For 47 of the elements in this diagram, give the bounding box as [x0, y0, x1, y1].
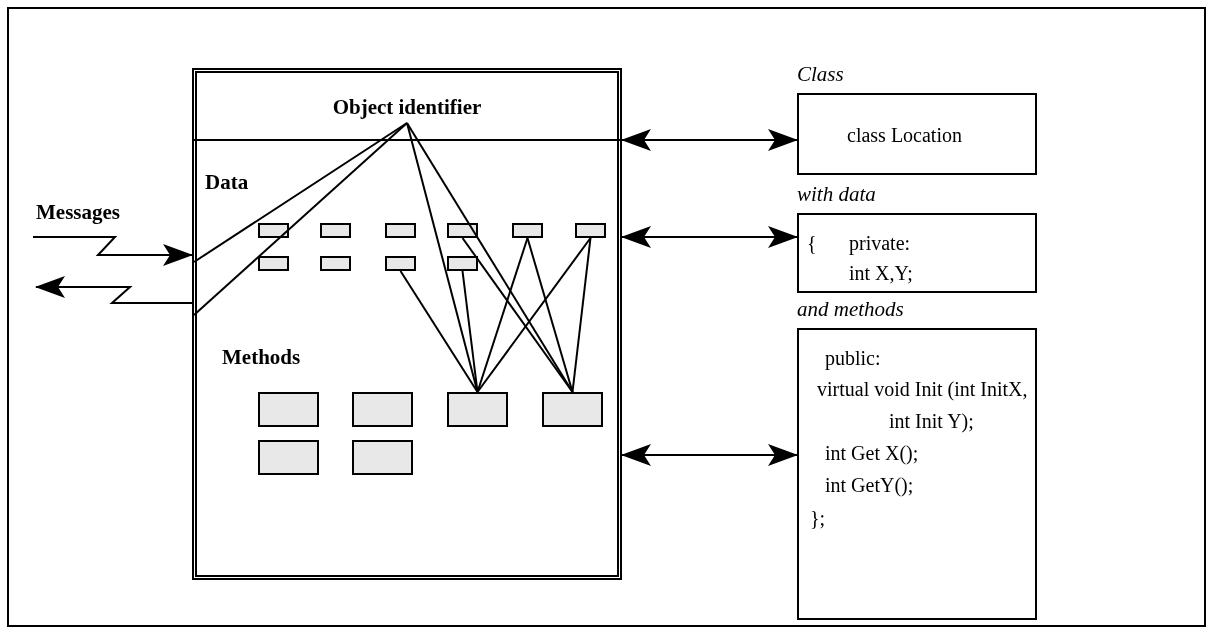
code-line: public:	[825, 346, 881, 372]
double-arrow	[621, 226, 798, 248]
data-slot	[385, 223, 416, 238]
double-arrow	[621, 129, 798, 151]
data-slot	[447, 256, 478, 271]
method-slot	[258, 440, 319, 475]
code-line: int Get X();	[825, 441, 919, 467]
double-arrow	[621, 444, 798, 466]
message-arrow	[32, 236, 193, 266]
code-line: };	[810, 506, 826, 531]
method-slot	[542, 392, 603, 427]
code-line: virtual void Init (int InitX, int Init Y);	[817, 377, 1029, 435]
connector-line	[461, 237, 574, 393]
code-line: int X,Y;	[849, 261, 913, 286]
connector-line	[571, 237, 592, 393]
section-heading: and methods	[797, 297, 904, 322]
section-label: Methods	[222, 345, 301, 370]
code-line: private:	[849, 231, 911, 257]
method-slot	[447, 392, 508, 427]
data-slot	[385, 256, 416, 271]
data-slot	[575, 223, 606, 238]
box-title: Object identifier	[332, 95, 482, 120]
connector-line	[193, 122, 408, 316]
section-heading: Class	[797, 62, 844, 87]
data-slot	[512, 223, 543, 238]
data-slot	[447, 223, 478, 238]
messages-label: Messages	[36, 200, 120, 225]
data-slot	[258, 256, 289, 271]
data-slot	[320, 223, 351, 238]
data-slot	[320, 256, 351, 271]
code-line: int GetY();	[825, 473, 914, 499]
connector-line	[461, 270, 479, 393]
method-slot	[352, 440, 413, 475]
message-arrow	[35, 276, 193, 304]
connector-line	[476, 237, 529, 393]
section-heading: with data	[797, 182, 876, 207]
method-slot	[258, 392, 319, 427]
code-line: {	[807, 231, 817, 256]
connector-line	[526, 237, 574, 393]
connector-line	[399, 270, 479, 393]
section-label: Data	[205, 170, 249, 195]
connector-line	[476, 237, 592, 393]
connector-line	[193, 122, 408, 263]
data-slot	[258, 223, 289, 238]
object-box	[192, 68, 622, 580]
method-slot	[352, 392, 413, 427]
code-line: class Location	[847, 123, 962, 148]
